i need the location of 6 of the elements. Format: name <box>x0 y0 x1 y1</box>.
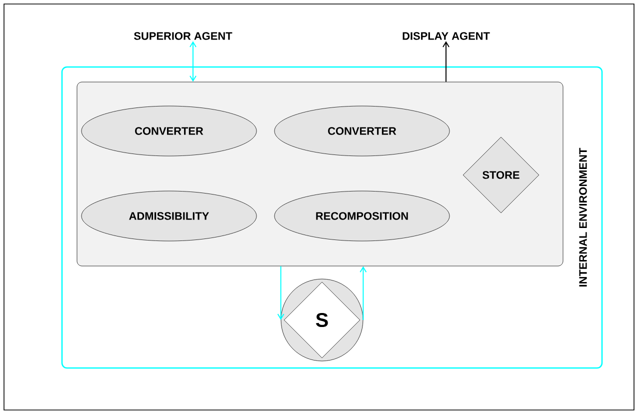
agent-label: SUPERIOR AGENT <box>134 32 232 40</box>
agent-label: DISPLAY AGENT <box>402 32 490 40</box>
arrow <box>360 266 367 320</box>
arrow <box>442 41 450 82</box>
arrow <box>190 41 196 82</box>
arrow <box>277 266 284 320</box>
